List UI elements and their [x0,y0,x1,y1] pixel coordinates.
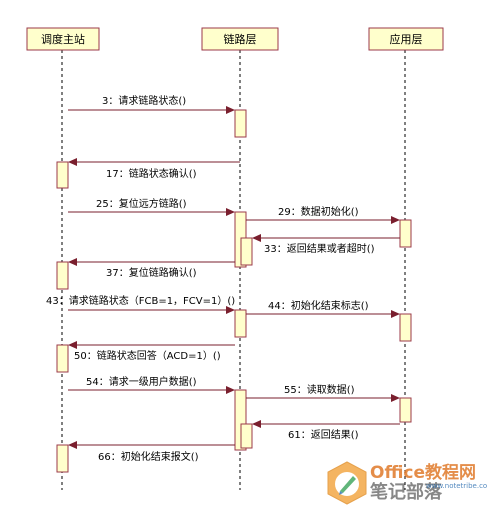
activation-bar [399,313,412,342]
message-label: 43：请求链路状态（FCB=1，FCV=1）() [46,294,235,307]
participant-dispatch-master: 调度主站 [26,27,100,51]
activation-bar [56,444,69,473]
message-label: 66：初始化结束报文() [98,450,199,463]
site-watermark: Office教程网 笔记部落 www.notetribe.com [326,458,487,508]
watermark-site-name: Office教程网 [370,463,477,483]
participant-application-layer: 应用层 [368,27,444,51]
watermark-url: www.notetribe.com [426,482,487,490]
message-44: 44：初始化结束标志() [246,299,400,318]
activation-bar [56,161,69,189]
message-37: 37：复位链路确认() [68,258,235,279]
message-label: 54：请求一级用户数据() [86,375,197,388]
message-66: 66：初始化结束报文() [68,441,235,463]
message-61: 61：返回结果() [252,420,400,441]
message-3: 3：请求链路状态() [68,94,235,114]
message-55: 55：读取数据() [246,383,400,402]
activation-bar [234,109,247,138]
message-label: 50：链路状态回答（ACD=1）() [74,349,221,362]
message-17: 17：链路状态确认() [68,158,240,180]
message-33: 33：返回结果或者超时() [252,234,400,255]
participant-link-layer: 链路层 [201,27,279,51]
activation-bar [234,309,247,338]
activation-bar [56,344,69,373]
message-label: 55：读取数据() [284,383,355,396]
message-label: 37：复位链路确认() [106,266,197,279]
message-29: 29：数据初始化() [246,205,400,224]
watermark-brand: 笔记部落 [370,482,442,503]
participant-label: 调度主站 [41,32,85,46]
message-label: 33：返回结果或者超时() [264,242,375,255]
message-label: 17：链路状态确认() [106,167,197,180]
message-label: 3：请求链路状态() [102,94,186,107]
message-50: 50：链路状态回答（ACD=1）() [68,341,235,362]
activation-bar [240,423,253,449]
participant-label: 链路层 [224,32,257,46]
activation-bar [234,389,247,451]
message-25: 25：复位远方链路() [68,197,235,216]
participant-label: 应用层 [390,32,423,46]
message-label: 25：复位远方链路() [96,197,187,210]
activation-bar [240,237,253,266]
message-54: 54：请求一级用户数据() [68,375,235,394]
pen-leaf-logo-icon [327,461,367,505]
activation-bar [399,219,412,248]
activation-bar [56,261,69,290]
message-43: 43：请求链路状态（FCB=1，FCV=1）() [46,294,235,314]
activation-bar [399,397,412,423]
message-label: 61：返回结果() [288,428,359,441]
message-label: 44：初始化结束标志() [268,299,369,312]
message-label: 29：数据初始化() [278,205,359,218]
